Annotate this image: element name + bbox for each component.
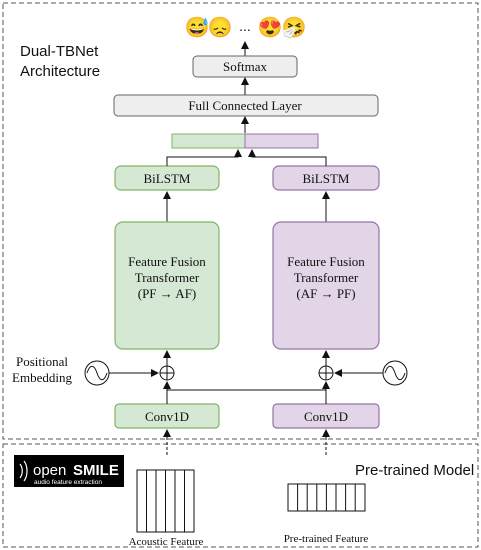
bilstm-right-label: BiLSTM: [303, 171, 350, 186]
emoji-output-4: 🤧: [282, 16, 307, 39]
pretrained-feature-label: Pre-trained Feature: [284, 533, 369, 545]
dual-tbnet-frame: [2, 2, 479, 440]
transformer-left-line3: (PF → AF): [138, 286, 197, 301]
sine-wave-icon-left: [84, 360, 110, 386]
svg-text:audio feature extraction: audio feature extraction: [34, 479, 102, 486]
diagram-title-line2: Architecture: [20, 63, 100, 80]
transformer-right-line3: (AF → PF): [296, 286, 355, 301]
svg-text:open: open: [33, 462, 66, 479]
sum-node-right: [318, 365, 334, 381]
bilstm-right-to-concat-arrow: [248, 149, 327, 166]
positional-embedding-line1: Positional: [16, 354, 68, 369]
conv1d-left-label: Conv1D: [145, 409, 189, 424]
bilstm-left-to-concat-arrow: [166, 149, 242, 166]
transformer-left-line1: Feature Fusion: [128, 254, 206, 269]
emoji-ellipsis: ...: [239, 18, 251, 34]
fc-layer-label: Full Connected Layer: [188, 98, 302, 113]
emoji-output-2: 😞: [208, 16, 233, 39]
opensmile-logo: open SMILE audio feature extraction: [14, 455, 124, 487]
sum-node-left: [159, 365, 175, 381]
bilstm-left-label: BiLSTM: [144, 171, 191, 186]
transformer-right-line1: Feature Fusion: [287, 254, 365, 269]
concat-vector-left: [171, 133, 246, 149]
pretrained-model-label: Pre-trained Model: [355, 462, 474, 479]
svg-text:SMILE: SMILE: [73, 462, 119, 479]
diagram-title-line1: Dual-TBNet: [20, 43, 99, 60]
concat-vector-right: [244, 133, 319, 149]
sine-wave-icon-right: [382, 360, 408, 386]
pretrained-feature-matrix: [287, 483, 366, 512]
softmax-label: Softmax: [223, 59, 268, 74]
acoustic-feature-label: Acoustic Feature: [129, 536, 204, 548]
transformer-right-line2: Transformer: [294, 270, 359, 285]
transformer-left-line2: Transformer: [135, 270, 200, 285]
acoustic-feature-matrix: [136, 469, 195, 533]
emoji-output-1: 😅: [185, 16, 210, 39]
pretrained-model-frame: [2, 443, 479, 548]
transformer-right-box: [272, 221, 380, 350]
emoji-output-3: 😍: [258, 16, 283, 39]
positional-embedding-line2: Embedding: [12, 370, 72, 385]
conv1d-right-label: Conv1D: [304, 409, 348, 424]
transformer-left-box: [114, 221, 220, 350]
